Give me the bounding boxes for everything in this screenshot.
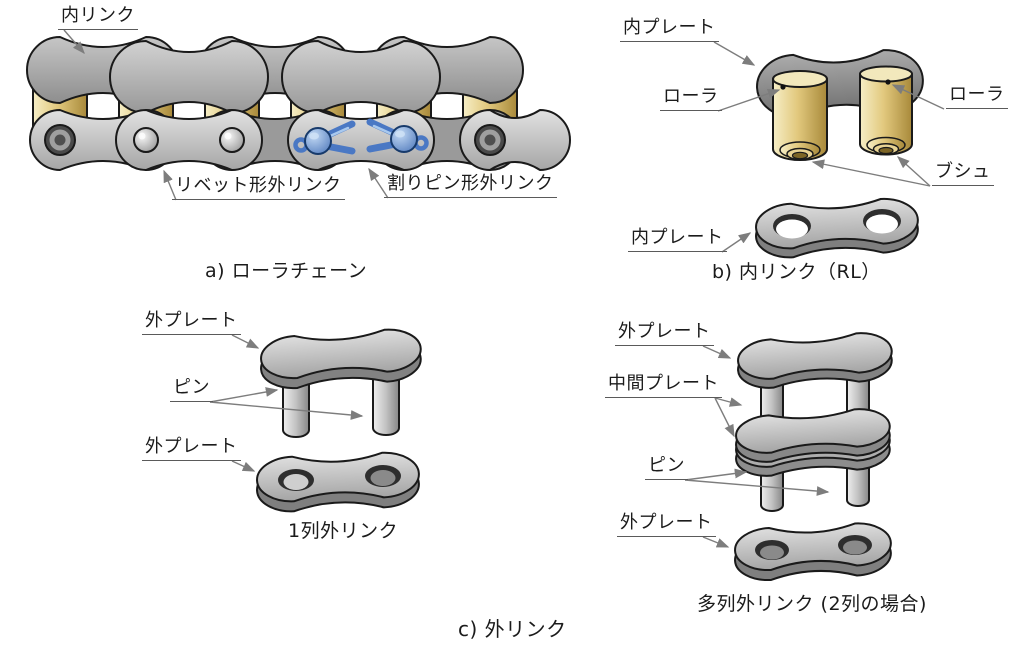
rivet-pins <box>133 127 245 153</box>
inner-plate-drawing <box>753 196 920 261</box>
label-rivet-outer-link: リベット形外リンク <box>172 175 345 200</box>
label-bush: ブシュ <box>932 161 994 186</box>
single-outer-plate-bottom <box>255 450 421 514</box>
label-roller-left: ローラ <box>660 86 722 111</box>
multi-outer-link-drawing <box>732 329 895 583</box>
leader-lines <box>63 29 945 548</box>
cotter-pin-left <box>293 120 356 155</box>
label-inner-link: 内リンク <box>58 5 138 30</box>
caption-roller-chain: a) ローラチェーン <box>205 260 368 282</box>
chain-hole-ring-left <box>44 124 76 156</box>
label-outer-plate-bot-1row: 外プレート <box>142 436 241 461</box>
label-inner-plate-bottom: 内プレート <box>628 227 727 252</box>
label-outer-plate-top-multi: 外プレート <box>615 321 714 346</box>
single-outer-link-drawing <box>255 326 424 514</box>
roller-chain-drawing <box>26 36 571 171</box>
caption-multi-outer-link: 多列外リンク (2列の場合) <box>697 593 927 615</box>
inner-link-roller-right <box>859 65 913 156</box>
label-cotter-outer-link: 割りピン形外リンク <box>384 173 557 198</box>
cotter-pins <box>293 118 429 155</box>
label-pin-1row: ピン <box>170 377 213 402</box>
label-middle-plate: 中間プレート <box>605 373 722 398</box>
label-outer-plate-bot-multi: 外プレート <box>617 512 716 537</box>
caption-single-outer-link: 1列外リンク <box>288 520 399 542</box>
caption-inner-link: b) 内リンク（RL） <box>712 261 881 283</box>
label-roller-right: ローラ <box>946 84 1008 109</box>
label-outer-plate-top-1row: 外プレート <box>142 310 241 335</box>
cotter-pin-right <box>366 118 429 153</box>
label-pin-multi: ピン <box>645 455 688 480</box>
inner-link-roller-left <box>772 70 828 161</box>
chain-hole-ring-right <box>474 124 506 156</box>
multi-outer-plate-bottom <box>732 520 893 583</box>
label-inner-plate-top: 内プレート <box>620 17 719 42</box>
caption-outer-link: c) 外リンク <box>458 617 567 641</box>
middle-plates <box>733 405 893 480</box>
inner-link-drawing <box>753 47 926 261</box>
